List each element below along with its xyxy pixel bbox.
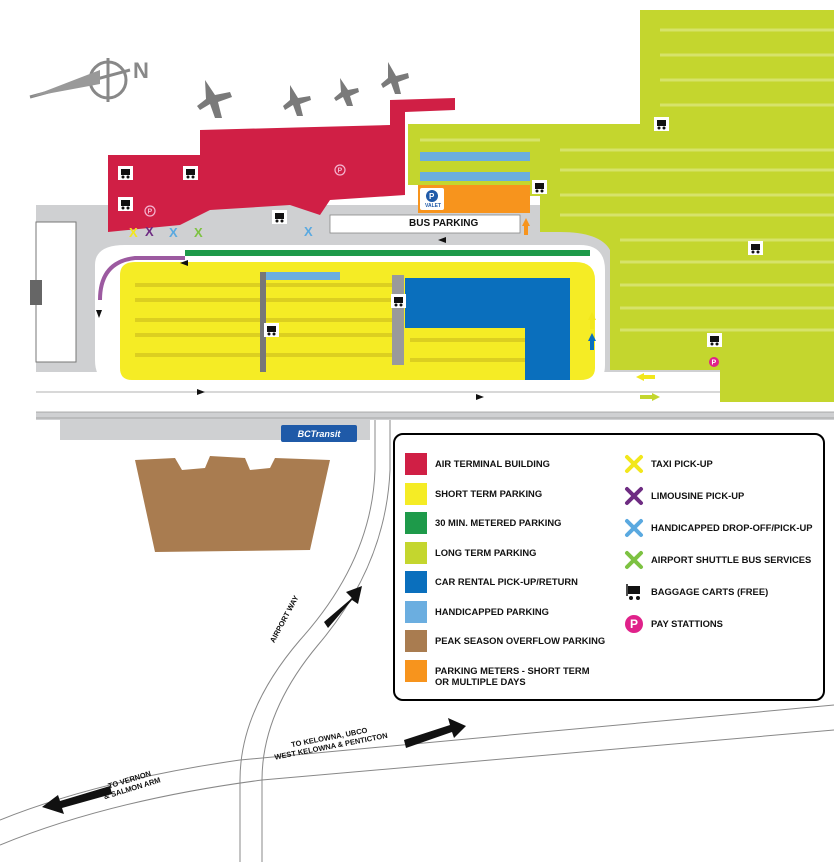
legend-item: 30 MIN. METERED PARKING (405, 512, 620, 542)
left-structure (30, 221, 77, 363)
bc-transit-label: BCTransit (297, 428, 341, 439)
legend-label: AIR TERMINAL BUILDING (435, 458, 550, 469)
car-rental-area (405, 278, 570, 380)
legend-item: LIMOUSINE PICK-UP (623, 485, 823, 517)
legend-label: LIMOUSINE PICK-UP (651, 490, 745, 501)
legend-item: HANDICAPPED PARKING (405, 600, 620, 631)
taxi-x-icon (623, 453, 645, 475)
terminal-swatch (405, 453, 427, 475)
pay-station-markers: P P P (144, 164, 719, 367)
car-rental-swatch (405, 571, 427, 593)
lane-arrows (522, 218, 660, 401)
bus-parking-lane (329, 214, 521, 234)
metered-swatch (405, 512, 427, 534)
long-term-parking-area (408, 10, 834, 402)
baggage-cart-markers (118, 117, 763, 347)
legend-label: BAGGAGE CARTS (FREE) (651, 586, 769, 597)
legend-label: HANDICAPPED PARKING (435, 605, 549, 617)
svg-text:P: P (148, 209, 153, 216)
metered-purple-curb (98, 256, 185, 301)
compass-letter: N (133, 58, 149, 83)
svg-text:X: X (304, 224, 313, 239)
legend-item: AIRPORT SHUTTLE BUS SERVICES (623, 549, 823, 581)
pay-station-icon: P (623, 613, 645, 635)
legend-item: HANDICAPPED DROP-OFF/PICK-UP (623, 517, 823, 549)
long-term-swatch (405, 541, 427, 564)
overflow-swatch (405, 630, 427, 652)
legend-service-list: TAXI PICK-UP LIMOUSINE PICK-UP HANDICAPP… (623, 453, 823, 645)
map-legend: AIR TERMINAL BUILDING SHORT TERM PARKING… (393, 433, 825, 701)
legend-label: PEAK SEASON OVERFLOW PARKING (435, 635, 606, 646)
svg-text:X: X (194, 225, 203, 240)
pickup-markers: X X X X X (129, 224, 313, 240)
air-terminal-building (108, 98, 455, 232)
legend-item: SHORT TERM PARKING (405, 482, 620, 513)
legend-item: P PAY STATTIONS (623, 613, 823, 645)
bc-transit-sign: BCTransit (281, 425, 357, 442)
overflow-parking-area (135, 456, 330, 552)
metered-30-min-area (185, 250, 590, 256)
direction-arrows (96, 237, 484, 400)
short-term-swatch (405, 482, 427, 505)
bus-parking-label: BUS PARKING (409, 218, 479, 229)
legend-label: CAR RENTAL PICK-UP/RETURN (435, 576, 578, 587)
legend-label: LONG TERM PARKING (435, 546, 537, 558)
handicapped-swatch (405, 600, 427, 623)
legend-area-list: AIR TERMINAL BUILDING SHORT TERM PARKING… (405, 453, 620, 696)
legend-label: PARKING METERS - SHORT TERM OR MULTIPLE … (435, 664, 590, 687)
svg-text:P: P (712, 360, 717, 367)
meters-swatch (405, 659, 427, 682)
legend-label: SHORT TERM PARKING (435, 487, 543, 499)
route-arrows (42, 586, 466, 814)
legend-item: CAR RENTAL PICK-UP/RETURN (405, 571, 620, 601)
compass-icon (29, 58, 131, 102)
svg-text:P: P (338, 168, 343, 175)
legend-item: AIR TERMINAL BUILDING (405, 453, 620, 483)
svg-text:X: X (169, 225, 178, 240)
airplane-icons (197, 62, 409, 118)
legend-label: 30 MIN. METERED PARKING (435, 517, 562, 528)
handicapped-x-icon (623, 517, 645, 539)
legend-item: TAXI PICK-UP (623, 453, 823, 485)
legend-label: HANDICAPPED DROP-OFF/PICK-UP (651, 522, 813, 533)
legend-item: LONG TERM PARKING (405, 541, 620, 572)
svg-text:P: P (429, 192, 435, 201)
baggage-cart-icon (623, 581, 645, 603)
legend-item: PEAK SEASON OVERFLOW PARKING (405, 630, 620, 660)
legend-item: BAGGAGE CARTS (FREE) (623, 581, 823, 613)
legend-label: AIRPORT SHUTTLE BUS SERVICES (651, 554, 812, 565)
svg-text:X: X (145, 224, 154, 239)
valet-parking-sign: P (420, 188, 444, 210)
shuttle-x-icon (623, 549, 645, 571)
legend-label: PAY STATTIONS (651, 618, 723, 629)
limousine-x-icon (623, 485, 645, 507)
legend-label: TAXI PICK-UP (651, 458, 713, 469)
legend-item: PARKING METERS - SHORT TERM OR MULTIPLE … (405, 659, 620, 696)
valet-label: VALET (425, 203, 442, 209)
pay-station-letter: P (630, 617, 638, 631)
svg-text:X: X (129, 225, 138, 240)
